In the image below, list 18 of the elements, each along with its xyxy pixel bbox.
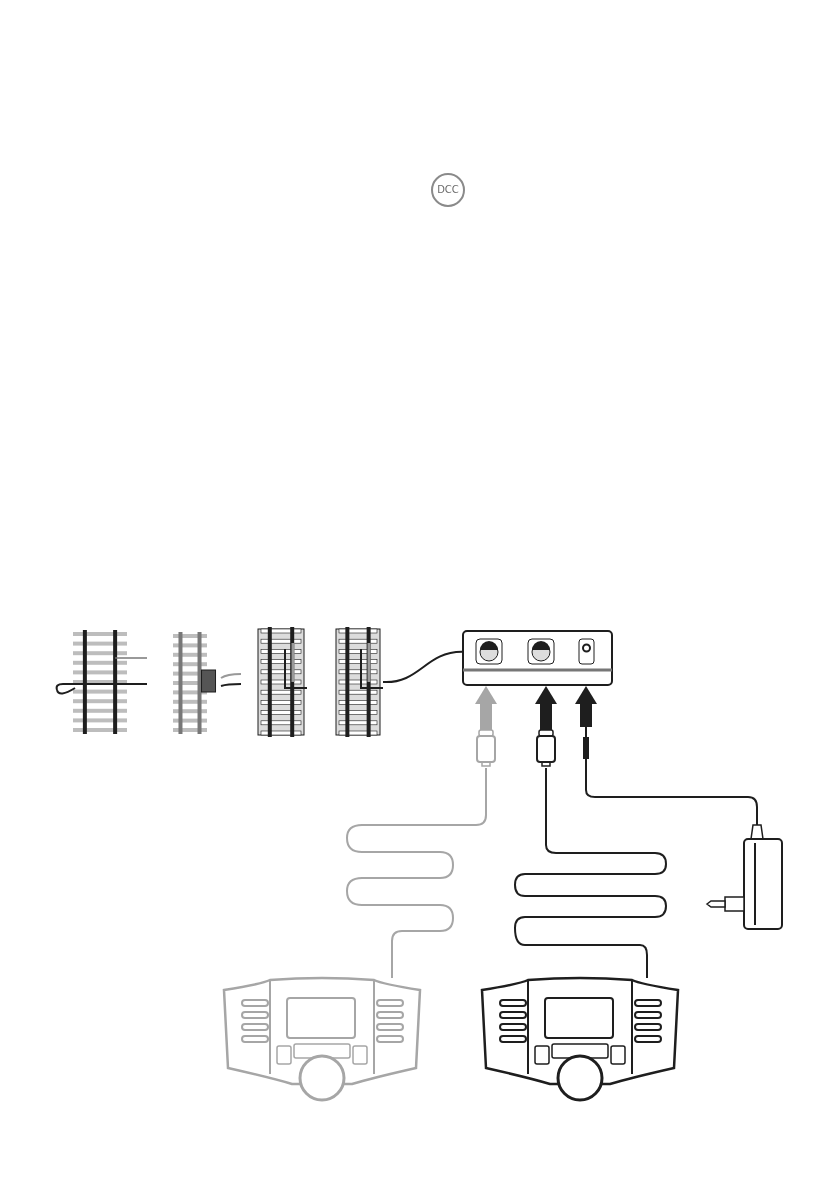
cable	[382, 650, 463, 683]
cable	[585, 767, 758, 826]
controller-drawing	[222, 978, 422, 1102]
plug-drawing	[476, 730, 496, 768]
block-arrow	[475, 686, 497, 730]
connection-box-drawing	[462, 630, 613, 686]
block-arrow	[535, 686, 557, 730]
plug-drawing	[581, 727, 591, 768]
plug-drawing	[536, 730, 556, 768]
track-drawing	[333, 625, 383, 739]
protocol-symbol: DCC	[431, 173, 465, 207]
cable	[514, 767, 667, 979]
track-drawing	[255, 625, 307, 739]
power-adapter-drawing	[705, 825, 783, 930]
controller-drawing	[480, 978, 680, 1102]
track-drawing	[55, 628, 150, 736]
block-arrow	[575, 686, 597, 727]
cable	[346, 767, 487, 979]
